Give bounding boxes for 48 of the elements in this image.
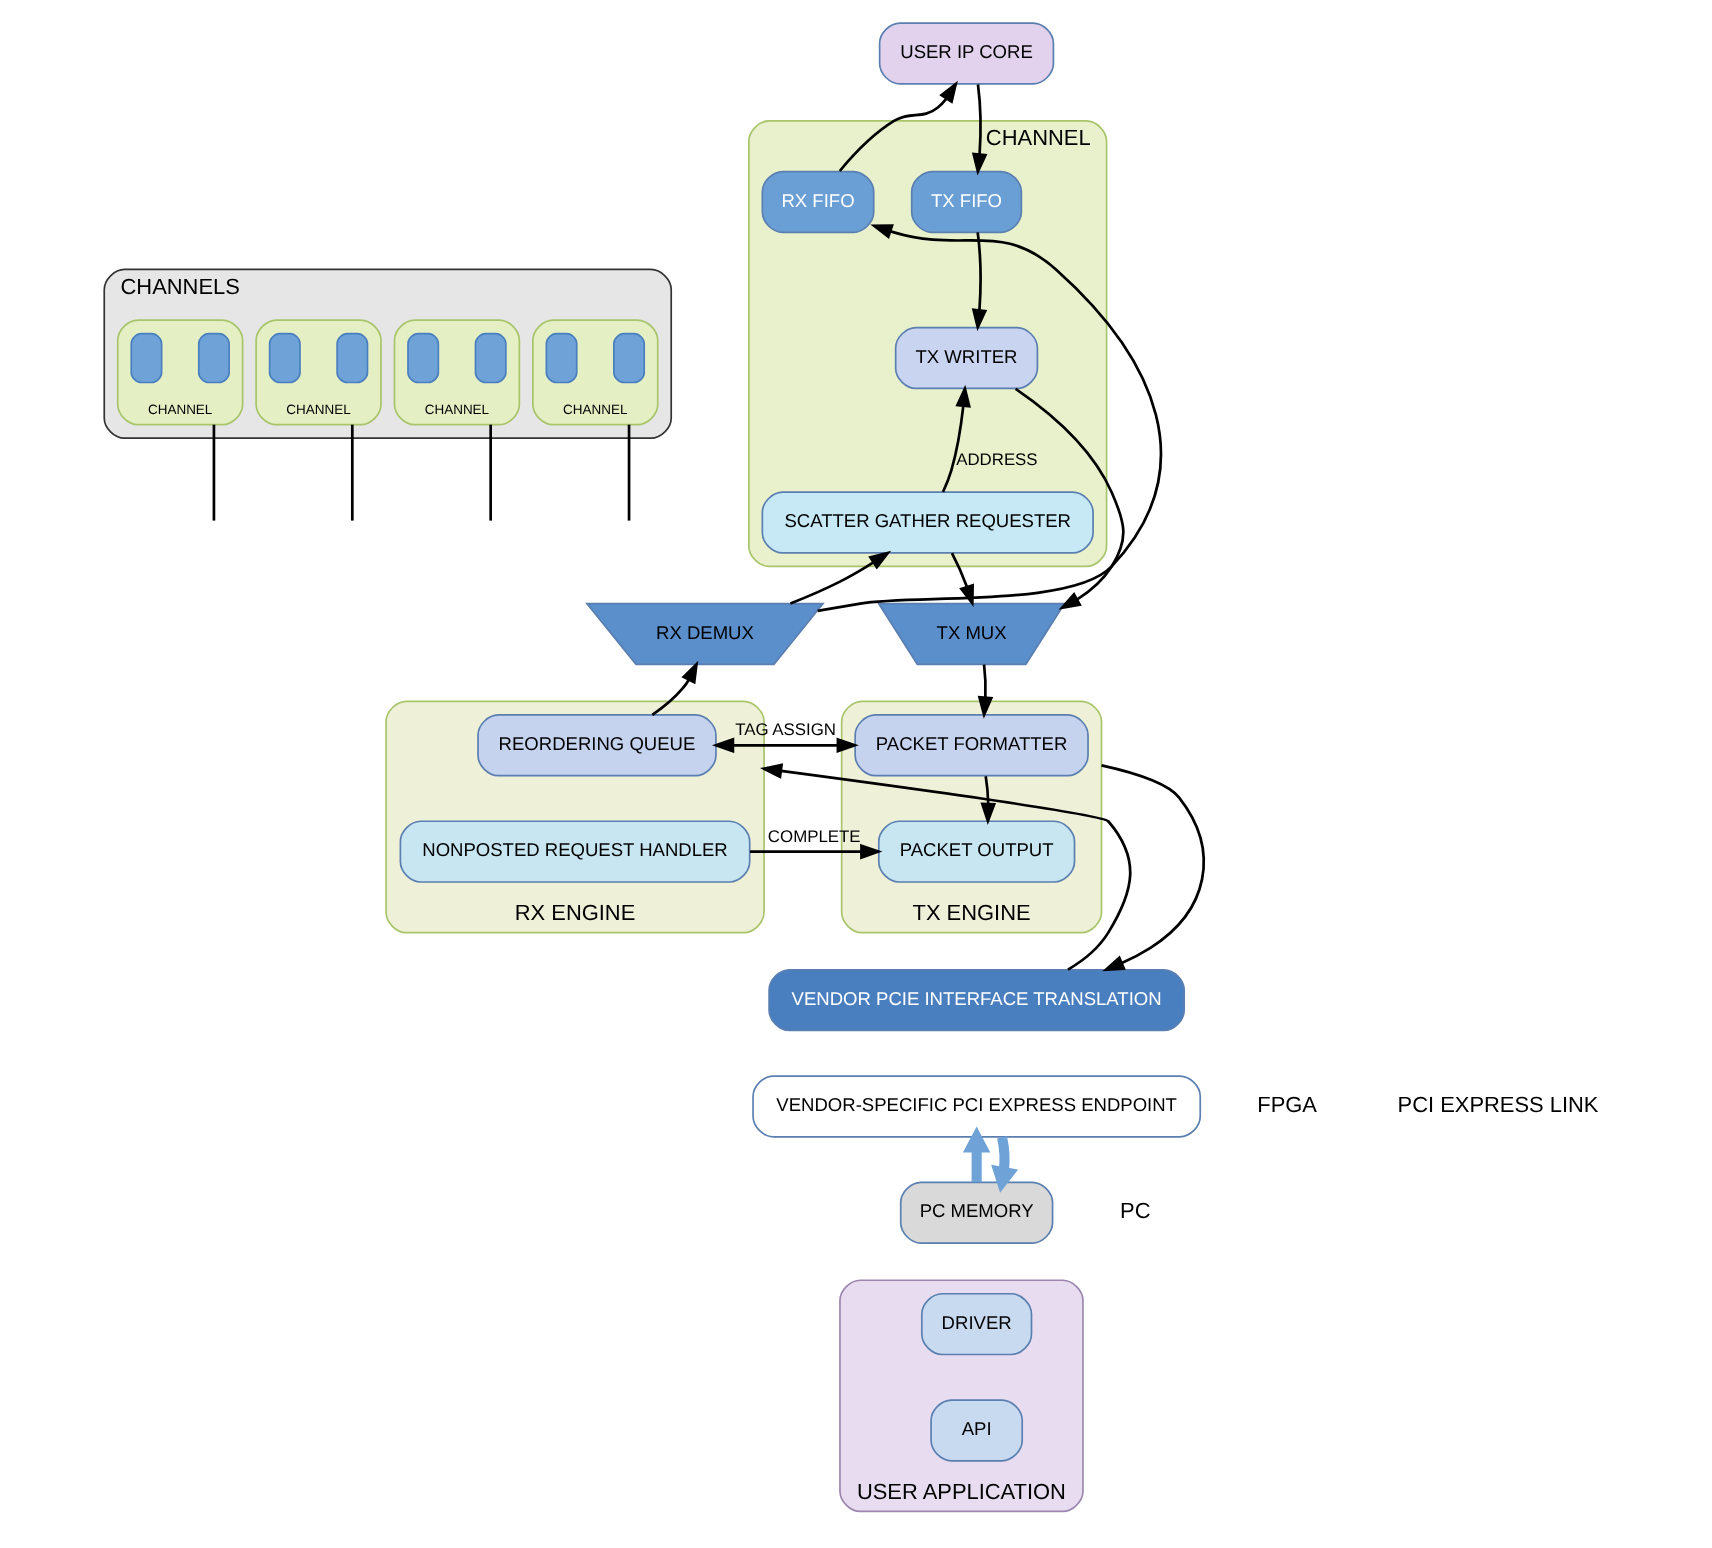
edge-label: TAG ASSIGN bbox=[735, 719, 836, 740]
arrow bbox=[789, 550, 892, 605]
arrow bbox=[980, 776, 997, 826]
arrow bbox=[950, 552, 975, 608]
label: PCI EXPRESS LINK bbox=[1397, 1094, 1599, 1119]
edge-label: ADDRESS bbox=[956, 449, 1038, 470]
node-box: TX FIFO bbox=[910, 170, 1023, 234]
node-box bbox=[268, 332, 301, 384]
arrow bbox=[1014, 387, 1125, 610]
arrow bbox=[962, 1126, 991, 1183]
node-box bbox=[197, 332, 230, 384]
arrow bbox=[750, 843, 883, 860]
node-box: DRIVER bbox=[920, 1292, 1033, 1356]
node-box: PACKET OUTPUT bbox=[877, 820, 1076, 883]
label: FPGA bbox=[1257, 1094, 1317, 1119]
node-box: REORDERING QUEUE bbox=[477, 714, 717, 777]
node-box bbox=[336, 332, 369, 384]
arrow bbox=[711, 737, 859, 754]
node-box bbox=[130, 332, 163, 384]
connector bbox=[350, 424, 354, 521]
arrow bbox=[977, 664, 994, 719]
node-box: USER IP CORE bbox=[878, 22, 1055, 85]
arrow bbox=[991, 1136, 1019, 1193]
node-box bbox=[613, 332, 646, 384]
node-box bbox=[407, 332, 440, 384]
arrow bbox=[971, 84, 988, 176]
label: PC bbox=[1120, 1200, 1151, 1225]
arrow bbox=[817, 224, 1162, 613]
node-box: SCATTER GATHER REQUESTER bbox=[761, 491, 1094, 554]
node-box bbox=[545, 332, 578, 384]
connector bbox=[489, 424, 493, 521]
node-box: VENDOR-SPECIFIC PCI EXPRESS ENDPOINT bbox=[752, 1075, 1202, 1138]
arrow bbox=[941, 384, 971, 493]
arrow bbox=[838, 80, 958, 172]
connector bbox=[212, 424, 216, 521]
node-box: RX FIFO bbox=[761, 170, 875, 234]
node-box bbox=[474, 332, 507, 384]
node-box: PACKET FORMATTER bbox=[854, 714, 1089, 777]
node-box: NONPOSTED REQUEST HANDLER bbox=[399, 820, 751, 883]
connector bbox=[627, 424, 631, 521]
node-box: VENDOR PCIE INTERFACE TRANSLATION bbox=[768, 968, 1186, 1032]
arrow bbox=[971, 232, 988, 332]
arrow bbox=[1101, 764, 1205, 972]
arrow bbox=[759, 763, 1132, 971]
arrow bbox=[651, 660, 699, 716]
node-box: PC MEMORY bbox=[899, 1181, 1054, 1244]
node-box: API bbox=[930, 1399, 1024, 1462]
node-box: TX WRITER bbox=[894, 326, 1039, 390]
